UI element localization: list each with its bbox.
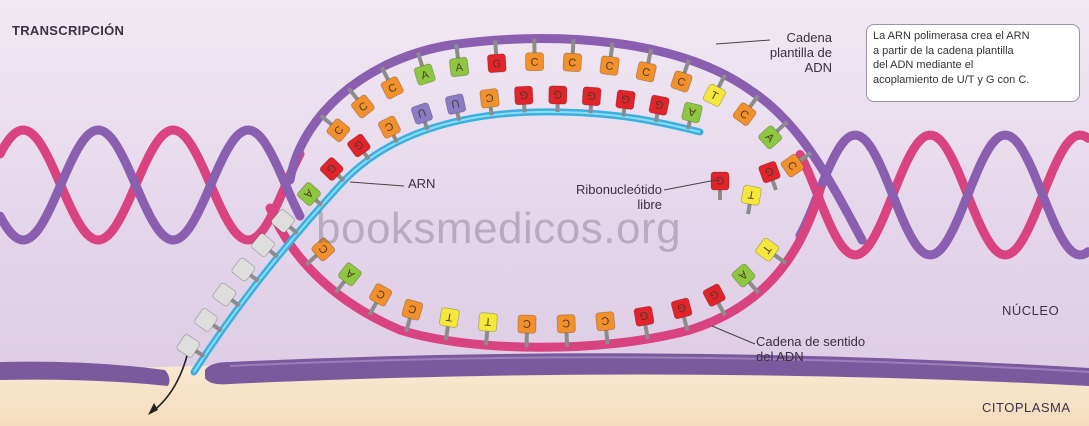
label-rna: ARN <box>408 176 435 191</box>
base-letter: C <box>485 91 494 104</box>
watermark: booksmedicos.org <box>316 204 681 254</box>
base-letter: C <box>601 314 610 327</box>
base-letter: G <box>553 88 562 100</box>
base-letter: C <box>531 57 539 69</box>
nucleotide-stem <box>525 333 529 347</box>
nucleotide-stem <box>571 39 576 53</box>
nucleotide-stem <box>718 190 722 200</box>
label-nucleus: NÚCLEO <box>1002 303 1059 318</box>
base-letter: G <box>492 58 501 71</box>
base-letter: G <box>621 92 631 105</box>
nucleotide-stem <box>588 105 593 113</box>
base-letter: G <box>519 88 528 100</box>
nucleotide-stem <box>522 104 526 112</box>
base-letter: G <box>716 174 725 186</box>
label-sense-strand: Cadena de sentido del ADN <box>756 334 865 364</box>
base-letter: T <box>484 315 492 328</box>
nucleotide-stem <box>532 39 536 53</box>
diagram-title: TRANSCRIPCIÓN <box>12 23 124 38</box>
callout-box: La ARN polimerasa crea el ARN a partir d… <box>866 24 1080 102</box>
label-template-strand: Cadena plantilla de ADN <box>762 30 832 75</box>
label-cytoplasm: CITOPLASMA <box>982 400 1071 415</box>
nucleotide-stem <box>565 333 570 347</box>
nucleotide-stem <box>556 104 560 112</box>
base-letter: C <box>605 60 614 73</box>
base-letter: C <box>568 57 577 69</box>
base-letter: C <box>523 317 531 329</box>
base-letter: C <box>562 317 570 329</box>
base-letter: G <box>587 89 596 102</box>
